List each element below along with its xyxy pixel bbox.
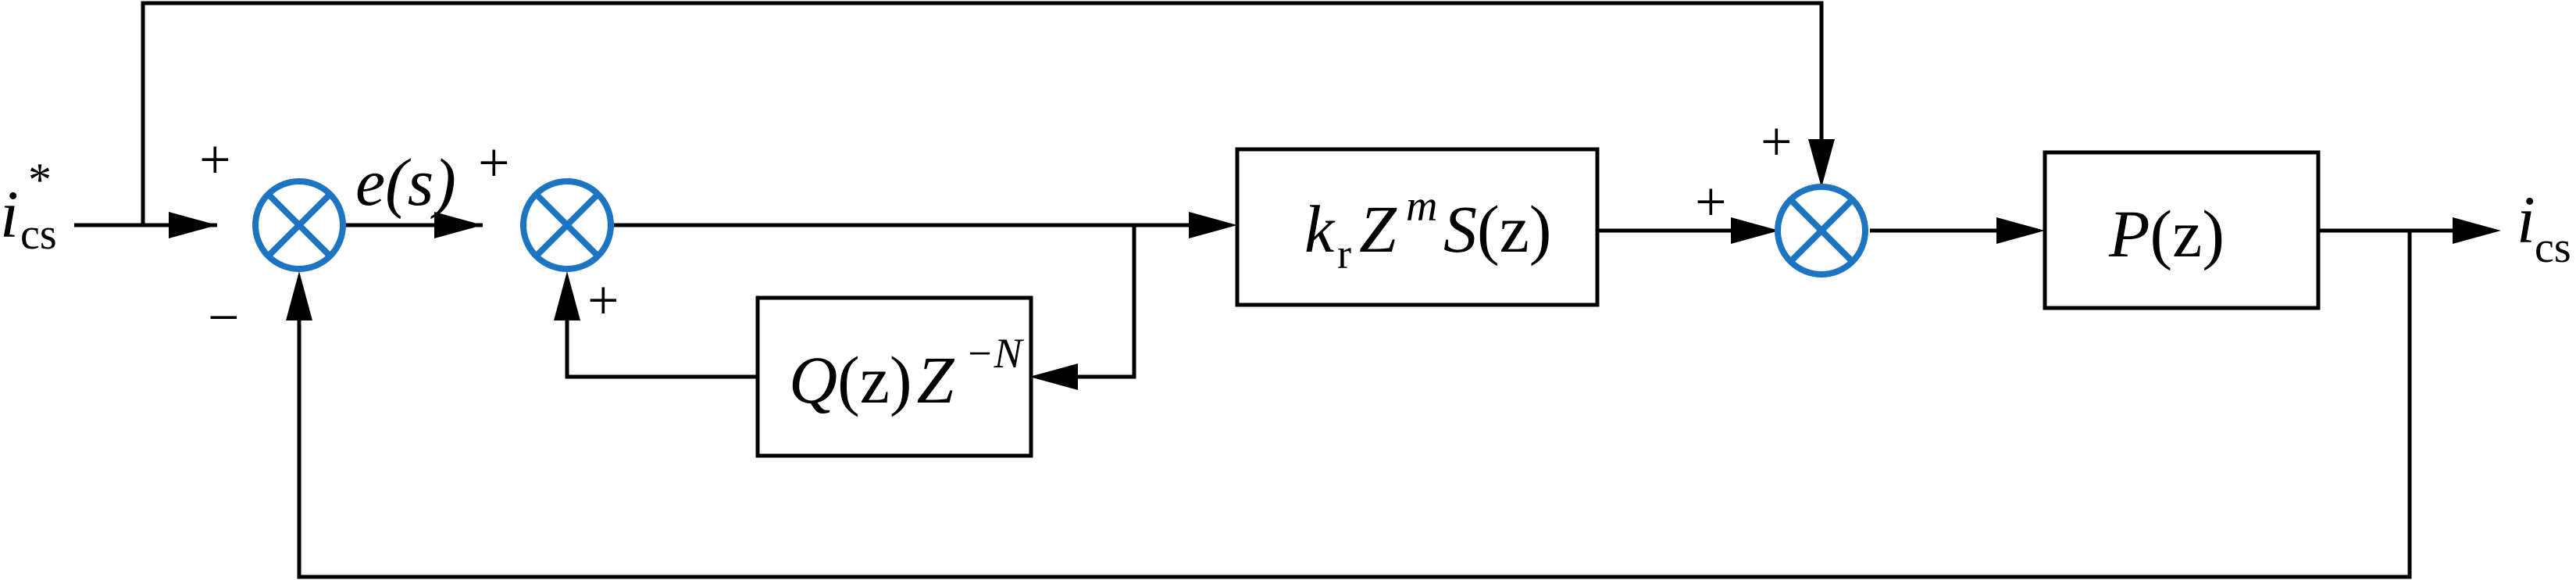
arrowhead-into-sum2	[434, 212, 483, 238]
k-block	[1235, 147, 1600, 307]
summing-junction-3	[1775, 184, 1868, 277]
q-block	[755, 295, 1033, 458]
arrowhead-q-into-sum2	[554, 271, 580, 320]
k-block-label: k r Z m S(z)	[1304, 182, 1551, 277]
svg-text:S(z): S(z)	[1443, 192, 1551, 267]
arrowhead-into-p-block	[1996, 217, 2045, 244]
wire-feedback	[297, 231, 2412, 579]
p-block-label: P(z)	[2108, 196, 2225, 271]
input-signal-superscript: *	[28, 154, 52, 206]
input-signal-label: i	[0, 177, 19, 252]
sum1-sign-top: +	[199, 128, 231, 191]
input-signal-subscript: cs	[20, 210, 57, 259]
svg-text:k: k	[1304, 192, 1336, 267]
svg-text:m: m	[1406, 182, 1437, 231]
svg-text:r: r	[1337, 231, 1351, 277]
arrowhead-output	[2453, 217, 2501, 244]
sum2-sign-bottom: +	[587, 269, 619, 331]
error-signal-label: e(s)	[355, 145, 456, 220]
output-signal-subscript: cs	[2535, 224, 2571, 272]
wire-feedforward	[141, 1, 1824, 225]
sum3-sign-left: +	[1695, 170, 1727, 233]
arrowhead-feedforward-into-sum3	[1808, 139, 1835, 188]
svg-text:P(z): P(z)	[2108, 196, 2225, 271]
arrowhead-into-sum3	[1731, 217, 1779, 244]
summing-junction-2	[520, 178, 614, 272]
arrowhead-into-k-block	[1189, 212, 1237, 238]
arrowhead-into-sum1	[169, 212, 217, 238]
sum2-sign-top: +	[478, 131, 510, 194]
sum1-sign-bottom: −	[208, 286, 240, 349]
svg-text:−N: −N	[965, 330, 1024, 377]
q-block-label: Q(z)Z −N	[789, 330, 1024, 417]
sum3-sign-top: +	[1761, 110, 1793, 173]
arrowhead-into-q-block	[1029, 363, 1078, 390]
output-signal-label: i	[2517, 182, 2535, 257]
arrowhead-feedback-into-sum1	[286, 271, 312, 320]
summing-junction-1	[252, 178, 346, 272]
wire-q-out	[565, 309, 758, 379]
svg-text:Z: Z	[1359, 192, 1397, 267]
svg-text:Q(z)Z: Q(z)Z	[789, 342, 955, 417]
p-block	[2043, 150, 2321, 310]
wire-q-tap	[1069, 225, 1136, 379]
